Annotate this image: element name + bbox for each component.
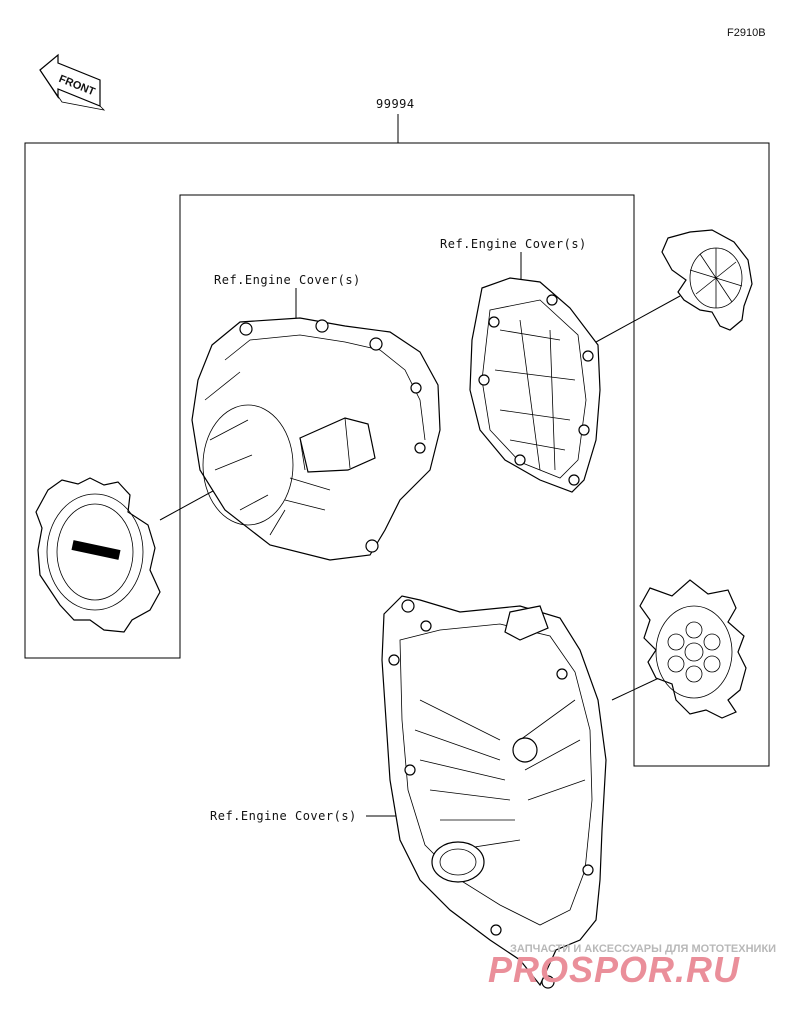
front-arrow-icon: FRONT (39, 53, 106, 111)
pulsing-cover-guard (661, 229, 753, 331)
watermark-brand: PROSPOR.RU (488, 949, 740, 990)
figure-code: F2910B (727, 27, 766, 39)
alternator-cover-guard (35, 477, 161, 633)
engine-cover-top-right (469, 277, 601, 493)
outer-group-frame (24, 142, 770, 767)
kit-part-number: 99994 (376, 97, 415, 111)
engine-cover-left (191, 317, 441, 561)
ref-label-top-right: Ref.Engine Cover(s) (440, 237, 587, 251)
ref-label-top-center: Ref.Engine Cover(s) (214, 273, 361, 287)
engine-cover-bottom (381, 595, 607, 989)
leader-pulsing-cover (595, 295, 681, 343)
ref-label-bottom: Ref.Engine Cover(s) (210, 809, 357, 823)
watermark-tagline: ЗАПЧАСТИ И АКСЕССУАРЫ ДЛЯ МОТОТЕХНИКИ (510, 943, 776, 955)
clutch-cover-guard (639, 579, 747, 719)
